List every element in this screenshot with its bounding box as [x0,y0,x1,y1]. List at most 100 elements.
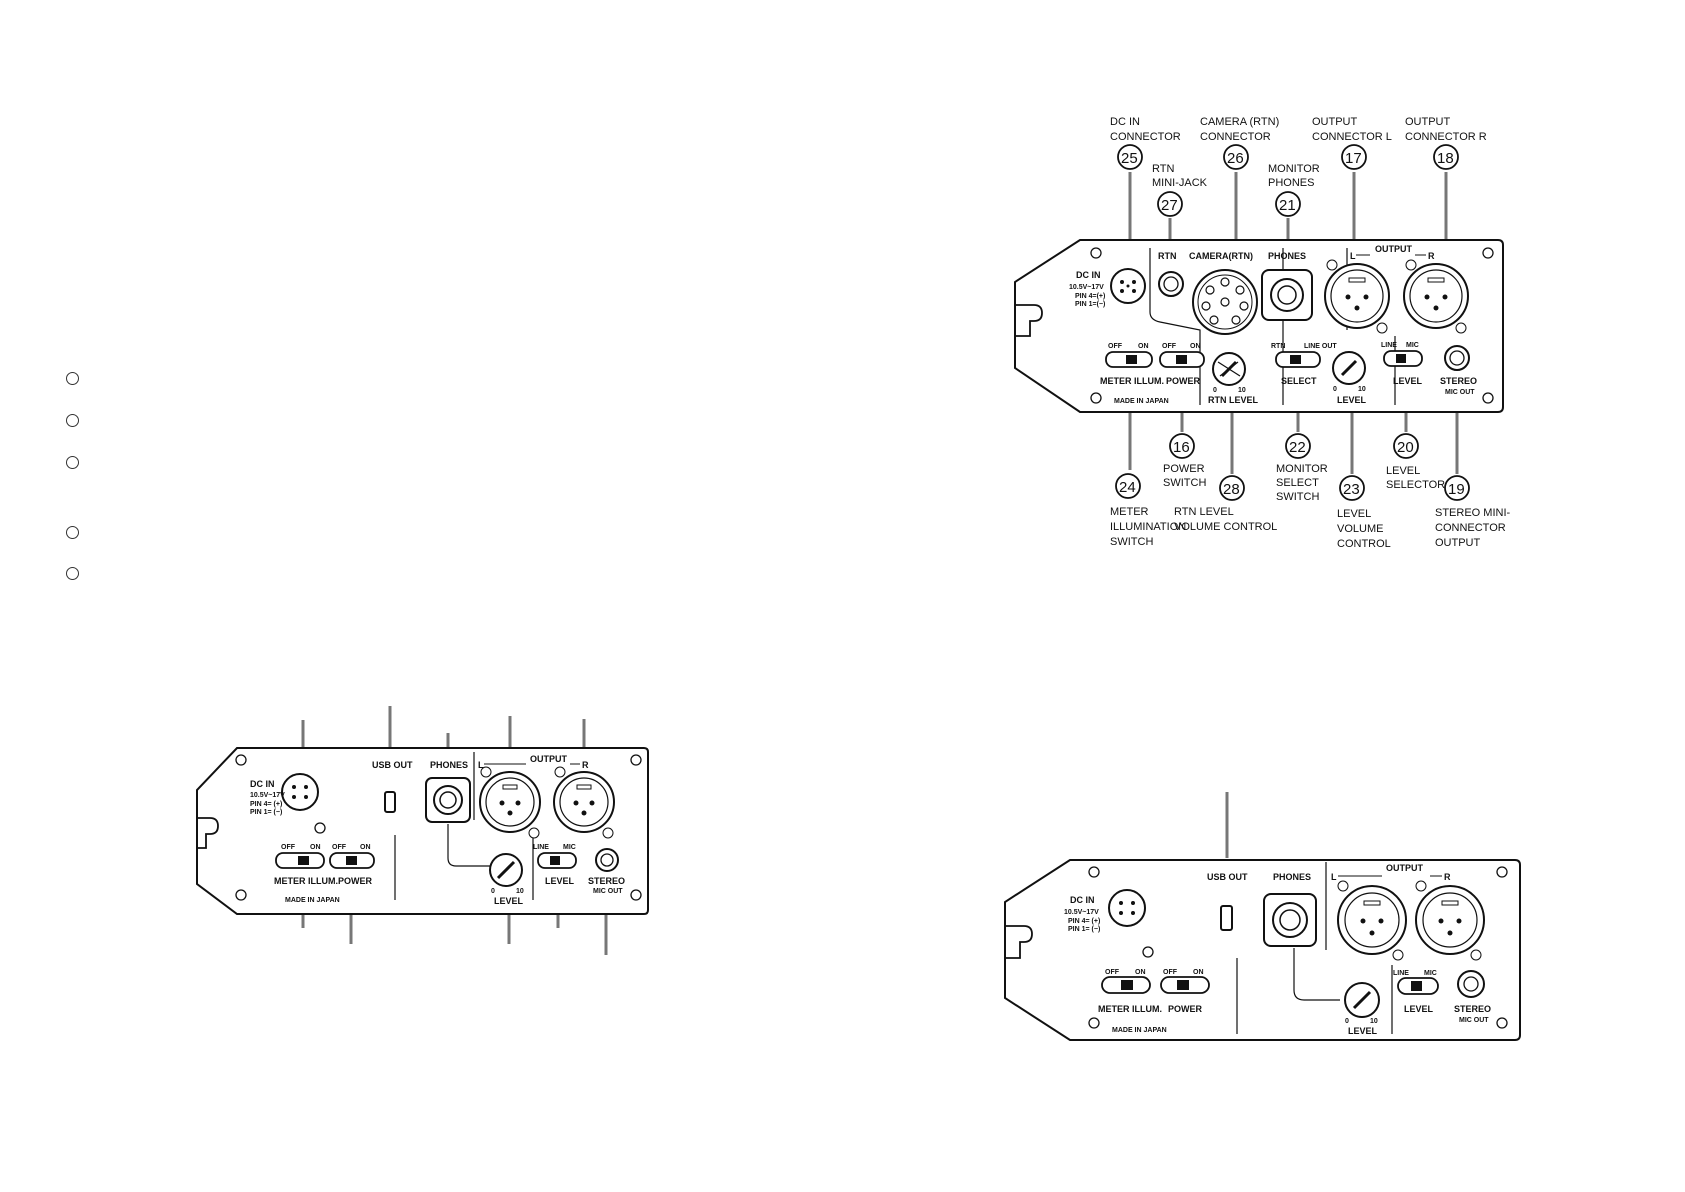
br-on1: ON [1135,969,1146,976]
top-right-panel-diagram: DC IN 10.5V~17V PIN 4=(+) PIN 1=(−) RTN … [1014,116,1511,550]
left-output-r: R [582,760,589,770]
tr-level-sel-label: LEVEL [1393,376,1423,386]
svg-text:STEREO MINI-: STEREO MINI- [1435,507,1511,519]
left-panel-screws [235,754,642,901]
br-dc-spec-2: PIN 4= (+) [1068,918,1100,925]
left-made-in-japan: MADE IN JAPAN [285,897,340,904]
svg-text:MINI-JACK: MINI-JACK [1152,177,1208,189]
tr-rtn-level-label: RTN LEVEL [1208,395,1259,405]
svg-text:SWITCH: SWITCH [1163,477,1206,489]
br-dc-spec-3: PIN 1= (−) [1068,926,1100,933]
bottom-right-screws [1088,866,1508,1029]
callout-28: 28 RTN LEVEL VOLUME CONTROL [1174,475,1277,533]
svg-text:METER: METER [1110,506,1149,518]
br-off1: OFF [1105,969,1120,976]
svg-text:27: 27 [1161,197,1178,214]
svg-text:CONNECTOR: CONNECTOR [1110,131,1181,143]
svg-text:16: 16 [1173,439,1190,456]
br-level-sel-label: LEVEL [1404,1004,1434,1014]
svg-text:26: 26 [1227,150,1244,167]
svg-text:POWER: POWER [1163,463,1205,475]
tr-dc-spec-1: 10.5V~17V [1069,284,1104,291]
top-right-panel-slot [1015,304,1043,337]
svg-text:CONNECTOR L: CONNECTOR L [1312,131,1392,143]
svg-text:PHONES: PHONES [1268,177,1314,189]
br-dc-spec-1: 10.5V~17V [1064,909,1099,916]
svg-text:LEVEL: LEVEL [1337,508,1371,520]
bottom-right-panel-slot [1005,925,1033,959]
br-output-r: R [1444,872,1451,882]
svg-text:SWITCH: SWITCH [1276,491,1319,503]
left-panel-diagram: DC IN 10.5V~17V PIN 4= (+) PIN 1= (−) US… [196,706,649,955]
left-dc-spec-3: PIN 1= (−) [250,809,282,816]
left-on1: ON [310,844,321,851]
svg-text:24: 24 [1119,479,1136,496]
br-output-l: L [1331,872,1337,882]
callout-23: 23 LEVEL VOLUME CONTROL [1337,475,1391,550]
tr-stereo-label: STEREO [1440,376,1477,386]
callout-17: OUTPUT CONNECTOR L 17 [1312,116,1392,170]
bullet-marker-5 [66,567,79,580]
tr-mic-out-label: MIC OUT [1445,389,1475,396]
left-on2: ON [360,844,371,851]
left-xlr-r [553,766,615,839]
svg-text:17: 17 [1345,150,1362,167]
svg-text:MONITOR: MONITOR [1268,163,1320,175]
br-xlr-l [1337,880,1407,961]
bottom-right-panel-diagram: DC IN 10.5V~17V PIN 4= (+) PIN 1= (−) US… [1004,792,1521,1041]
tr-rtn-scale-0: 0 [1213,387,1217,394]
left-stereo-label: STEREO [588,876,625,886]
svg-text:MONITOR: MONITOR [1276,463,1328,475]
tr-rtn-sw-label: RTN [1271,343,1285,350]
svg-text:VOLUME: VOLUME [1337,523,1383,535]
tr-rtn-scale-10: 10 [1238,387,1246,394]
br-scale-0: 0 [1345,1018,1349,1025]
br-dc-in-label: DC IN [1070,895,1095,905]
left-phones-label: PHONES [430,760,468,770]
br-xlr-r [1415,880,1485,961]
svg-text:20: 20 [1397,439,1414,456]
left-output-l: L [478,760,484,770]
tr-rtn-label: RTN [1158,251,1177,261]
br-mic: MIC [1424,970,1437,977]
svg-text:28: 28 [1223,481,1240,498]
left-usb-out-label: USB OUT [372,760,413,770]
callout-26: CAMERA (RTN) CONNECTOR 26 [1200,116,1279,170]
tr-output-r: R [1428,251,1435,261]
left-scale-0: 0 [491,888,495,895]
br-stereo-label: STEREO [1454,1004,1491,1014]
tr-dc-spec-3: PIN 1=(−) [1075,301,1105,308]
tr-power-label: POWER [1166,376,1201,386]
br-line: LINE [1393,970,1409,977]
tr-on2: ON [1190,343,1201,350]
svg-text:23: 23 [1343,481,1360,498]
tr-level-label: LEVEL [1337,395,1367,405]
br-scale-10: 10 [1370,1018,1378,1025]
tr-phones-label: PHONES [1268,251,1306,261]
br-meter-illum-label: METER ILLUM. [1098,1004,1162,1014]
svg-text:CONNECTOR: CONNECTOR [1435,522,1506,534]
tr-output-l: L [1350,251,1356,261]
tr-camera-rtn-label: CAMERA(RTN) [1189,251,1253,261]
tr-made-in-japan: MADE IN JAPAN [1114,398,1169,405]
br-level-label: LEVEL [1348,1026,1378,1036]
bullet-marker-3 [66,456,79,469]
left-off2: OFF [332,844,347,851]
tr-mic-label: MIC [1406,342,1419,349]
svg-text:OUTPUT: OUTPUT [1312,116,1358,128]
tr-select-label: SELECT [1281,376,1317,386]
tr-xlr-r [1403,259,1469,334]
left-dc-in-label: DC IN [250,779,275,789]
tr-scale-0: 0 [1333,386,1337,393]
left-output-label: OUTPUT [530,754,568,764]
svg-text:25: 25 [1121,150,1138,167]
br-dc-in-connector [1108,889,1146,927]
callout-22: 22 MONITOR SELECT SWITCH [1276,433,1328,503]
tr-off2: OFF [1162,343,1177,350]
br-phones-label: PHONES [1273,872,1311,882]
svg-text:VOLUME CONTROL: VOLUME CONTROL [1174,521,1277,533]
tr-off1: OFF [1108,343,1123,350]
bullet-marker-1 [66,372,79,385]
svg-text:ILLUMINATION: ILLUMINATION [1110,521,1186,533]
